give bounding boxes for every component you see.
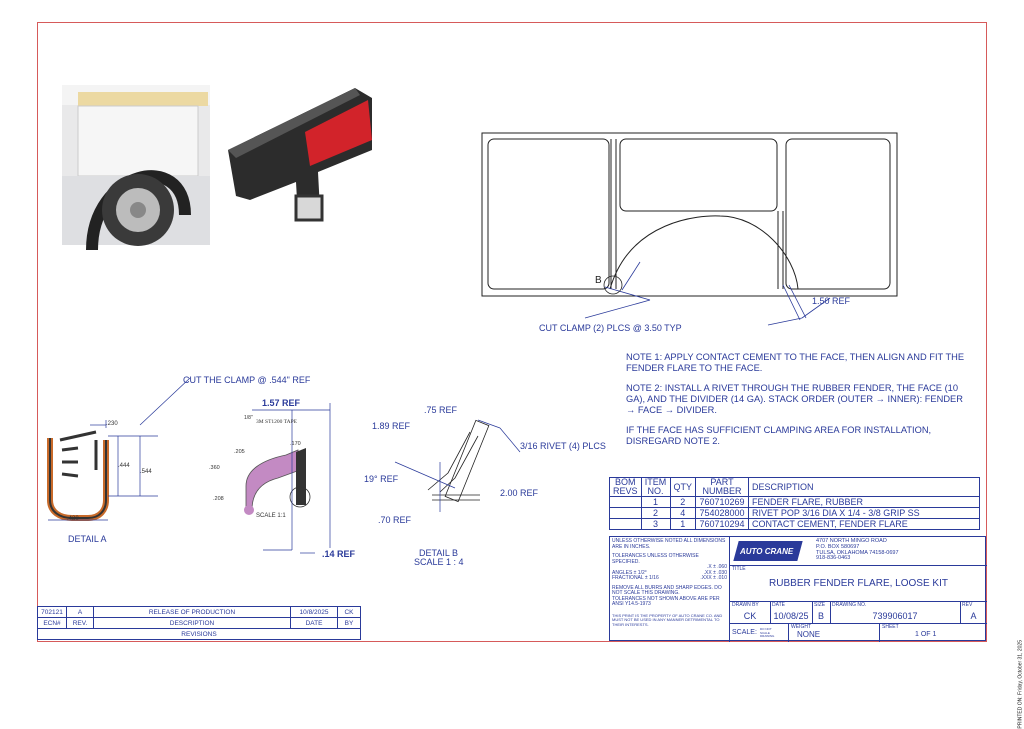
tape-label: 3M ST1200 TAPE <box>256 419 298 425</box>
main-dimensions <box>584 261 831 326</box>
date-label: DATE <box>772 602 785 608</box>
scale-1-1: SCALE 1:1 <box>256 513 286 519</box>
address-line-4: 918-836-0463 <box>816 555 851 562</box>
drawing-canvas <box>47 85 898 554</box>
dim-430: .430 <box>67 516 79 522</box>
detail-a-clamp <box>47 430 109 521</box>
revisions-title: REVISIONS <box>37 628 361 640</box>
tol-fractional: FRACTIONAL ± 1/16 <box>612 575 659 581</box>
drawn-by-label: DRAWN BY <box>732 602 759 608</box>
dim-075: .75 REF <box>424 405 458 415</box>
cut-clamp-typ-label: CUT CLAMP (2) PLCS @ 3.50 TYP <box>539 323 682 333</box>
tape-frac: 1/8" <box>244 415 253 421</box>
drawing-border <box>37 22 987 642</box>
bom-header-desc: DESCRIPTION <box>748 477 981 497</box>
table-row: 702121 A RELEASE OF PRODUCTION 10/8/2025… <box>37 606 361 618</box>
dim-544: .544 <box>140 469 152 475</box>
tol-angles: ANGLES ± 1/2° <box>612 569 647 576</box>
bom-header-revs: BOM REVS <box>609 477 642 497</box>
bom-header-qty: QTY <box>669 477 697 497</box>
sheet: 1 OF 1 <box>915 631 937 638</box>
address-line-2: P.O. BOX 580697 <box>816 543 860 550</box>
weight: NONE <box>797 630 821 639</box>
address-line-3: TULSA, OKLAHOMA 74158-0697 <box>816 549 899 556</box>
truck-body-view <box>481 132 898 297</box>
dim-444: .444 <box>118 463 130 469</box>
callout-b: B <box>595 275 602 286</box>
tol-x: .X ± .060 <box>707 564 727 570</box>
weight-label: WEIGHT <box>791 624 811 630</box>
detail-a-label: DETAIL A <box>68 534 107 544</box>
dim-189: 1.89 REF <box>372 421 411 431</box>
detail-a-dims <box>48 377 191 521</box>
detail-b <box>427 419 490 503</box>
dim-200: 2.00 REF <box>500 488 539 498</box>
note-2: NOTE 2: INSTALL A RIVET THROUGH THE RUBB… <box>626 383 963 415</box>
dim-070: .70 REF <box>378 515 412 525</box>
date: 10/08/25 <box>773 611 809 621</box>
truck-photo <box>62 85 210 251</box>
fender-profile <box>244 448 311 515</box>
bom-header-part: PART NUMBER <box>695 477 750 497</box>
dwg-no-label: DRAWING NO. <box>832 602 867 608</box>
table-row: ECN# REV. DESCRIPTION DATE BY <box>37 617 361 629</box>
size: B <box>817 611 824 621</box>
tol-xxx: .XXX ± .010 <box>700 575 727 581</box>
profile-dims <box>252 403 331 554</box>
property-note: THIS PRINT IS THE PROPERTY OF AUTO CRANE… <box>612 612 723 627</box>
dim-208: .208 <box>213 496 224 502</box>
notes-block: NOTE 1: APPLY CONTACT CEMENT TO THE FACE… <box>626 352 966 456</box>
dim-19: 19° REF <box>364 474 399 484</box>
title-label: TITLE <box>732 566 746 572</box>
detail-b-label: DETAIL B <box>419 548 459 558</box>
tol-not-shown: TOLERANCES NOT SHOWN ABOVE ARE PER ANSI … <box>612 595 720 607</box>
detail-b-dims <box>394 419 521 512</box>
note-1: NOTE 1: APPLY CONTACT CEMENT TO THE FACE… <box>626 352 965 373</box>
sheet-label: SHEET <box>882 624 899 630</box>
revisions-table: 702121 A RELEASE OF PRODUCTION 10/8/2025… <box>37 606 361 640</box>
logo-text: AUTO CRANE <box>740 547 794 556</box>
size-label: SIZE <box>814 602 826 608</box>
dim-230: .230 <box>106 421 118 427</box>
profile-render <box>228 88 372 222</box>
detail-b-scale: SCALE 1 : 4 <box>414 557 464 567</box>
cut-clamp-note: CUT THE CLAMP @ .544" REF <box>183 375 311 385</box>
address-line-1: 4707 NORTH MINGO ROAD <box>816 538 887 544</box>
drawn-by: CK <box>743 611 757 621</box>
dim-170: .170 <box>290 441 301 447</box>
burrs-note: REMOVE ALL BURRS AND SHARP EDGES. DO NOT… <box>612 584 722 596</box>
scale-label: SCALE: <box>732 629 757 636</box>
ref-150-label: 1.50 REF <box>812 296 851 306</box>
tolerances-head: TOLERANCES UNLESS OTHERWISE SPECIFIED. <box>612 553 699 565</box>
title-block: UNLESS OTHERWISE NOTED ALL DIMENSIONS AR… <box>609 536 987 642</box>
rivet-label: 3/16 RIVET (4) PLCS <box>520 441 606 451</box>
dim-360: .360 <box>209 465 220 471</box>
dim-157: 1.57 REF <box>262 398 301 408</box>
drawing-title: RUBBER FENDER FLARE, LOOSE KIT <box>769 578 948 589</box>
dwg-no: 739906017 <box>872 611 918 621</box>
tol-xx: .XX ± .030 <box>703 569 727 576</box>
bom-table: BOM REVS ITEM NO. QTY PART NUMBER DESCRI… <box>609 477 981 530</box>
printed-on: PRINTED ON: Friday, October 31, 2025 <box>1018 640 1024 729</box>
scale-note: DO NOT SCALE DRAWING <box>760 627 775 638</box>
dim-205: .205 <box>234 449 245 455</box>
rev-label: REV <box>962 602 973 608</box>
rev: A <box>970 611 977 621</box>
bom-header-item: ITEM NO. <box>640 477 671 497</box>
tolerance-text: UNLESS OTHERWISE NOTED ALL DIMENSIONS AR… <box>612 538 726 550</box>
dim-014: .14 REF <box>322 549 356 559</box>
note-3: IF THE FACE HAS SUFFICIENT CLAMPING AREA… <box>626 425 932 446</box>
